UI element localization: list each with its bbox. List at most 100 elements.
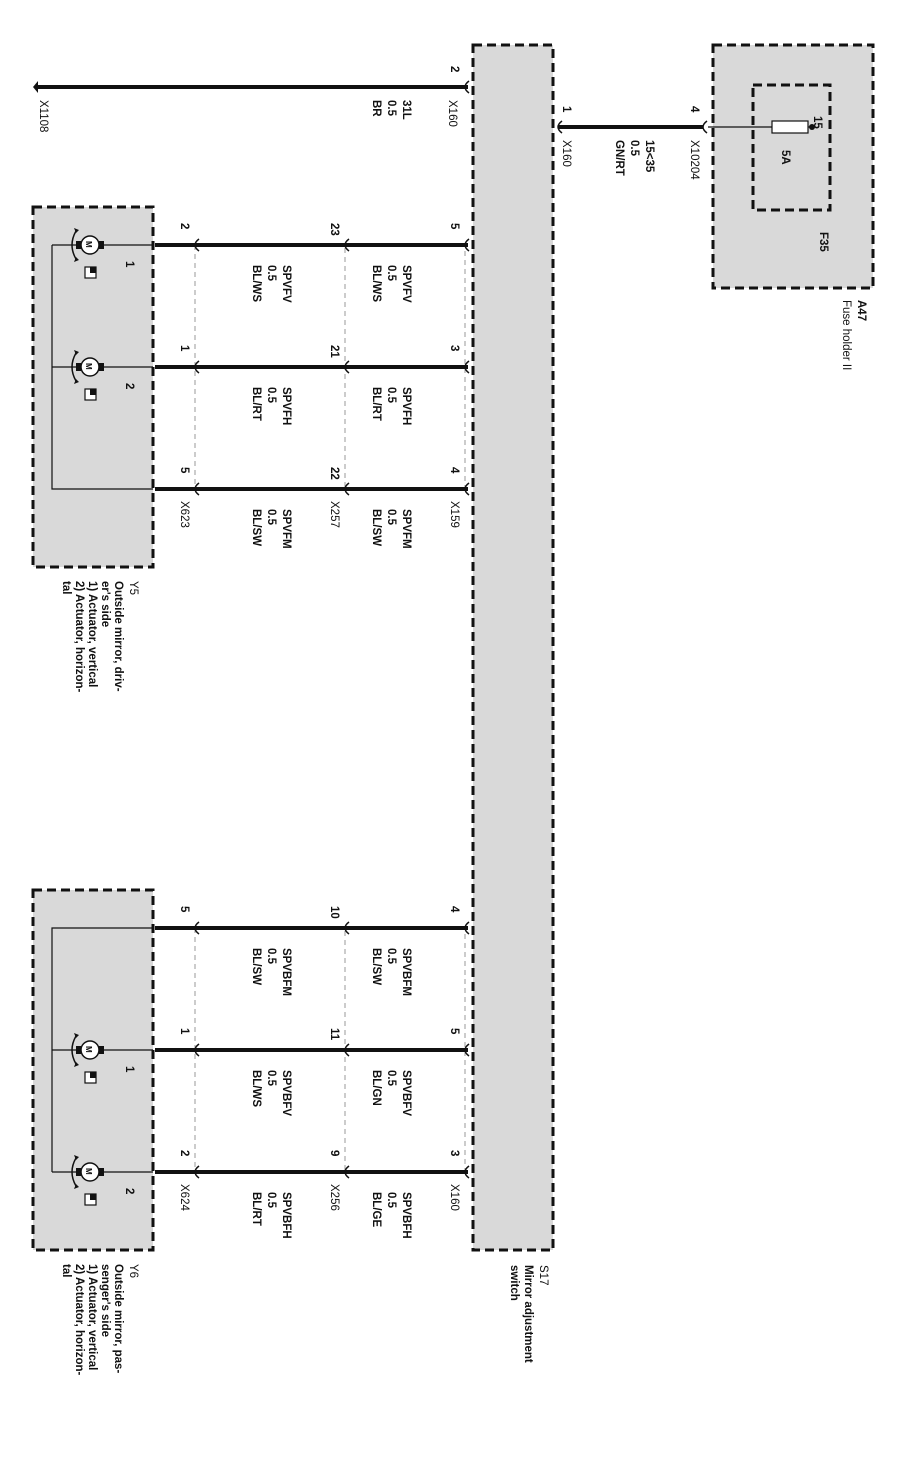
wire-color: GN/RT (613, 140, 625, 176)
connector-name: X10204 (688, 140, 700, 180)
connector-pin-symbol (344, 921, 350, 935)
fuse-icon (771, 120, 809, 134)
wire-size: 0.5 (385, 100, 397, 117)
wire-signal: 31L (400, 100, 412, 120)
wire-label: SPVFV (400, 265, 412, 303)
connector-pin-symbol (344, 1043, 350, 1057)
wire-label: 0.5 (385, 1192, 397, 1209)
motor-brush (99, 1046, 104, 1054)
pin-number: 9 (328, 1150, 340, 1156)
pin-number: 23 (328, 223, 340, 236)
actuator-symbol-fill (90, 1194, 96, 1200)
connector-pin-symbol (464, 921, 470, 935)
pin-number: 3 (448, 345, 460, 351)
connector-pin-symbol (344, 238, 350, 252)
motor-brush (99, 1168, 104, 1176)
pin-number: 5 (178, 906, 190, 913)
mirror-adjustment-switch-box (471, 43, 555, 1252)
connector-pin-symbol (464, 80, 470, 94)
wire-label: BL/SW (370, 509, 382, 546)
pin-number: 5 (178, 467, 190, 474)
motor-icon (80, 357, 100, 377)
connector-pin-symbol (194, 238, 200, 252)
connector-pin-symbol (464, 1165, 470, 1179)
connector-pin-symbol (557, 120, 563, 134)
connector-name: X257 (328, 501, 340, 528)
actuator-symbol-fill (90, 1072, 96, 1078)
wire-label: 0.5 (265, 265, 277, 282)
mirror-name: Outside mirror, pas- (112, 1264, 124, 1373)
connector-pin-symbol (344, 1165, 350, 1179)
wire-label: SPVBFV (400, 1070, 412, 1116)
wire-label: BL/SW (370, 948, 382, 985)
wire-label: BL/WS (250, 1070, 262, 1107)
wire-label: SPVBFM (280, 948, 292, 996)
connector-pin-symbol (344, 482, 350, 496)
wire-label: BL/GE (370, 1192, 382, 1227)
wire-label: 0.5 (385, 948, 397, 965)
connector-pin-symbol (464, 482, 470, 496)
wire-label: SPVFH (400, 387, 412, 425)
pin-number: 2 (178, 1150, 190, 1156)
mirror-id: Y5 (127, 581, 139, 595)
wire-label: 0.5 (265, 948, 277, 965)
motor-label: M (84, 1046, 93, 1053)
wire-label: SPVFH (280, 387, 292, 425)
switch-id: S17 (537, 1265, 549, 1285)
ground-icon (33, 81, 38, 93)
motor-common-line (51, 927, 153, 1172)
motor-label: M (84, 363, 93, 370)
fuse-terminal (809, 124, 815, 130)
wire-label: SPVBFH (280, 1192, 292, 1239)
ground-id: X1108 (37, 100, 49, 132)
pin-number: 1 (178, 345, 190, 352)
pin-number: 5 (448, 1028, 460, 1035)
connector-pin-symbol (194, 482, 200, 496)
connector-pin-symbol (464, 238, 470, 252)
fuse-id: F35 (817, 232, 829, 252)
mirror-name: 2) Actuator, horizon- (73, 581, 85, 693)
wire-color: BR (370, 100, 382, 117)
switch-name: switch (508, 1265, 520, 1301)
connector-name: X160 (448, 1184, 460, 1211)
wire-label: SPVFM (400, 509, 412, 549)
mirror-name: senger's side (99, 1264, 111, 1337)
fuse-rating: 5A (779, 150, 791, 165)
wire-label: BL/WS (370, 265, 382, 302)
switch-name: Mirror adjustment (522, 1265, 534, 1363)
fuse-holder-id: A47 (855, 300, 867, 321)
wire-label: SPVFV (280, 265, 292, 303)
pin-number: 4 (448, 906, 460, 913)
pin-number: 1 (178, 1028, 190, 1035)
rotation-arrow-icon (71, 1157, 77, 1187)
wire-label: BL/WS (250, 265, 262, 302)
connector-pin-symbol (344, 360, 350, 374)
motor-brush (99, 363, 104, 371)
outside-mirror-box-Y6 (31, 888, 155, 1252)
rotation-arrow-icon (71, 1035, 77, 1065)
motor-pin-number: 1 (123, 261, 135, 268)
mirror-name: 1) Actuator, vertical (86, 1264, 98, 1370)
wire-label: 0.5 (385, 387, 397, 404)
wire-label: 0.5 (385, 509, 397, 526)
fuse-pin-number: 15 (811, 116, 823, 129)
motor-pin-number: 1 (123, 1066, 135, 1073)
mirror-name: er's side (99, 581, 111, 627)
fuse-holder-box (711, 43, 875, 290)
wire-label: SPVFM (280, 509, 292, 549)
pin-number: 2 (448, 66, 460, 72)
wire-label: BL/SW (250, 509, 262, 546)
mirror-name: 1) Actuator, vertical (86, 581, 98, 687)
rotation-arrow-icon (71, 230, 77, 260)
connector-name: X623 (178, 501, 190, 528)
pin-number: 21 (328, 345, 340, 358)
wire-label: BL/GN (370, 1070, 382, 1106)
connector-pin-symbol (194, 921, 200, 935)
connector-name: X159 (448, 501, 460, 528)
wire-label: BL/RT (250, 1192, 262, 1226)
wire-label: SPVBFM (400, 948, 412, 996)
connector-pin-symbol (194, 1043, 200, 1057)
connector-pin-symbol (194, 360, 200, 374)
pin-number: 3 (448, 1150, 460, 1156)
mirror-id: Y6 (127, 1264, 139, 1278)
